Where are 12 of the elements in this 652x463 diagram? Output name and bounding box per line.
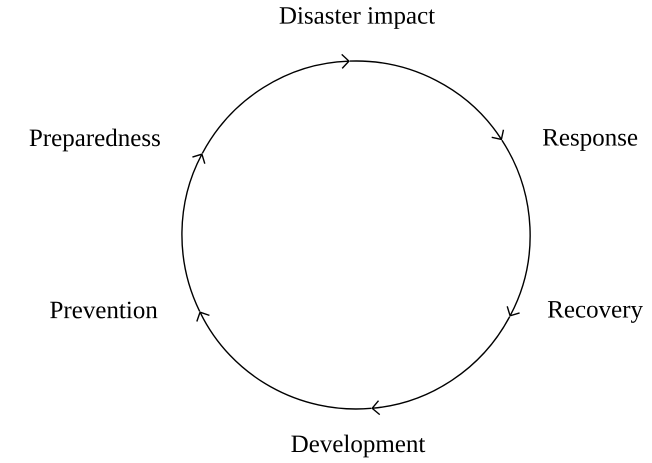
arrow <box>202 54 350 154</box>
arrow <box>501 140 531 317</box>
arrow <box>371 316 510 416</box>
stage-label: Preparedness <box>30 128 160 152</box>
stage-label: Recovery <box>548 301 643 323</box>
stage-label: Response <box>542 129 638 151</box>
arrow <box>350 60 504 140</box>
stage-label: Prevention <box>50 302 158 318</box>
arrow <box>181 153 206 312</box>
arrow <box>196 311 372 410</box>
stage-label: Development <box>291 434 426 458</box>
stage-label: Disaster impact <box>280 7 435 29</box>
